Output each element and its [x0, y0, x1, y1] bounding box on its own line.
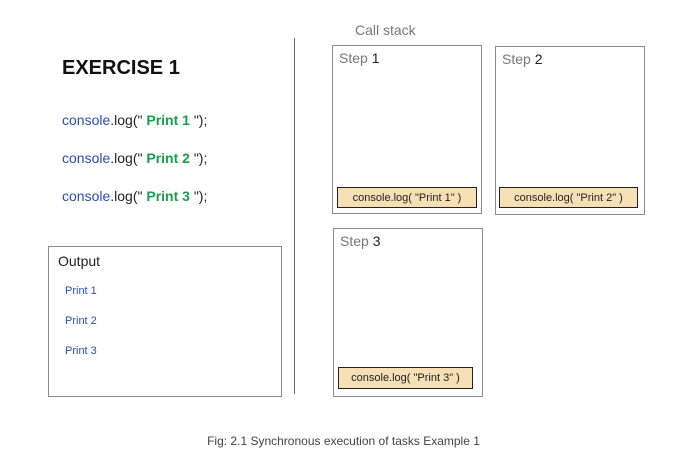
- code-end: ");: [189, 112, 208, 128]
- code-end: ");: [189, 188, 208, 204]
- code-call: .log(": [110, 150, 147, 166]
- code-line-2: console.log(" Print 2 ");: [62, 150, 207, 166]
- code-call: .log(": [110, 112, 147, 128]
- code-line-1: console.log(" Print 1 ");: [62, 112, 207, 128]
- step-number: 3: [372, 233, 381, 249]
- stack-frame: console.log( "Print 3" ): [338, 367, 473, 389]
- code-keyword: console: [62, 112, 111, 128]
- output-panel: Output Print 1 Print 2 Print 3: [48, 246, 282, 397]
- step-word: Step: [502, 51, 531, 67]
- code-call: .log(": [110, 188, 147, 204]
- call-stack-step-1: Step 1 console.log( "Print 1" ): [332, 45, 482, 214]
- step-number: 1: [371, 50, 380, 66]
- call-stack-step-3: Step 3 console.log( "Print 3" ): [333, 228, 483, 397]
- output-item: Print 1: [65, 285, 97, 297]
- exercise-title: EXERCISE 1: [62, 57, 180, 79]
- step-number: 2: [534, 51, 543, 67]
- stack-frame: console.log( "Print 1" ): [337, 187, 477, 208]
- step-label: Step 3: [340, 233, 381, 249]
- step-word: Step: [340, 233, 369, 249]
- call-stack-label: Call stack: [355, 22, 416, 38]
- code-keyword: console: [62, 188, 111, 204]
- output-title: Output: [58, 253, 101, 269]
- output-item: Print 2: [65, 315, 97, 327]
- step-word: Step: [339, 50, 368, 66]
- step-label: Step 1: [339, 50, 380, 66]
- figure-caption: Fig: 2.1 Synchronous execution of tasks …: [207, 434, 480, 448]
- code-end: ");: [189, 150, 208, 166]
- code-string: Print 3: [146, 188, 190, 204]
- step-label: Step 2: [502, 51, 543, 67]
- code-keyword: console: [62, 150, 111, 166]
- code-line-3: console.log(" Print 3 ");: [62, 188, 207, 204]
- stack-frame: console.log( "Print 2" ): [499, 187, 638, 208]
- call-stack-step-2: Step 2 console.log( "Print 2" ): [495, 46, 645, 215]
- code-string: Print 2: [146, 150, 190, 166]
- code-string: Print 1: [146, 112, 190, 128]
- vertical-divider: [294, 38, 295, 394]
- output-item: Print 3: [65, 345, 97, 357]
